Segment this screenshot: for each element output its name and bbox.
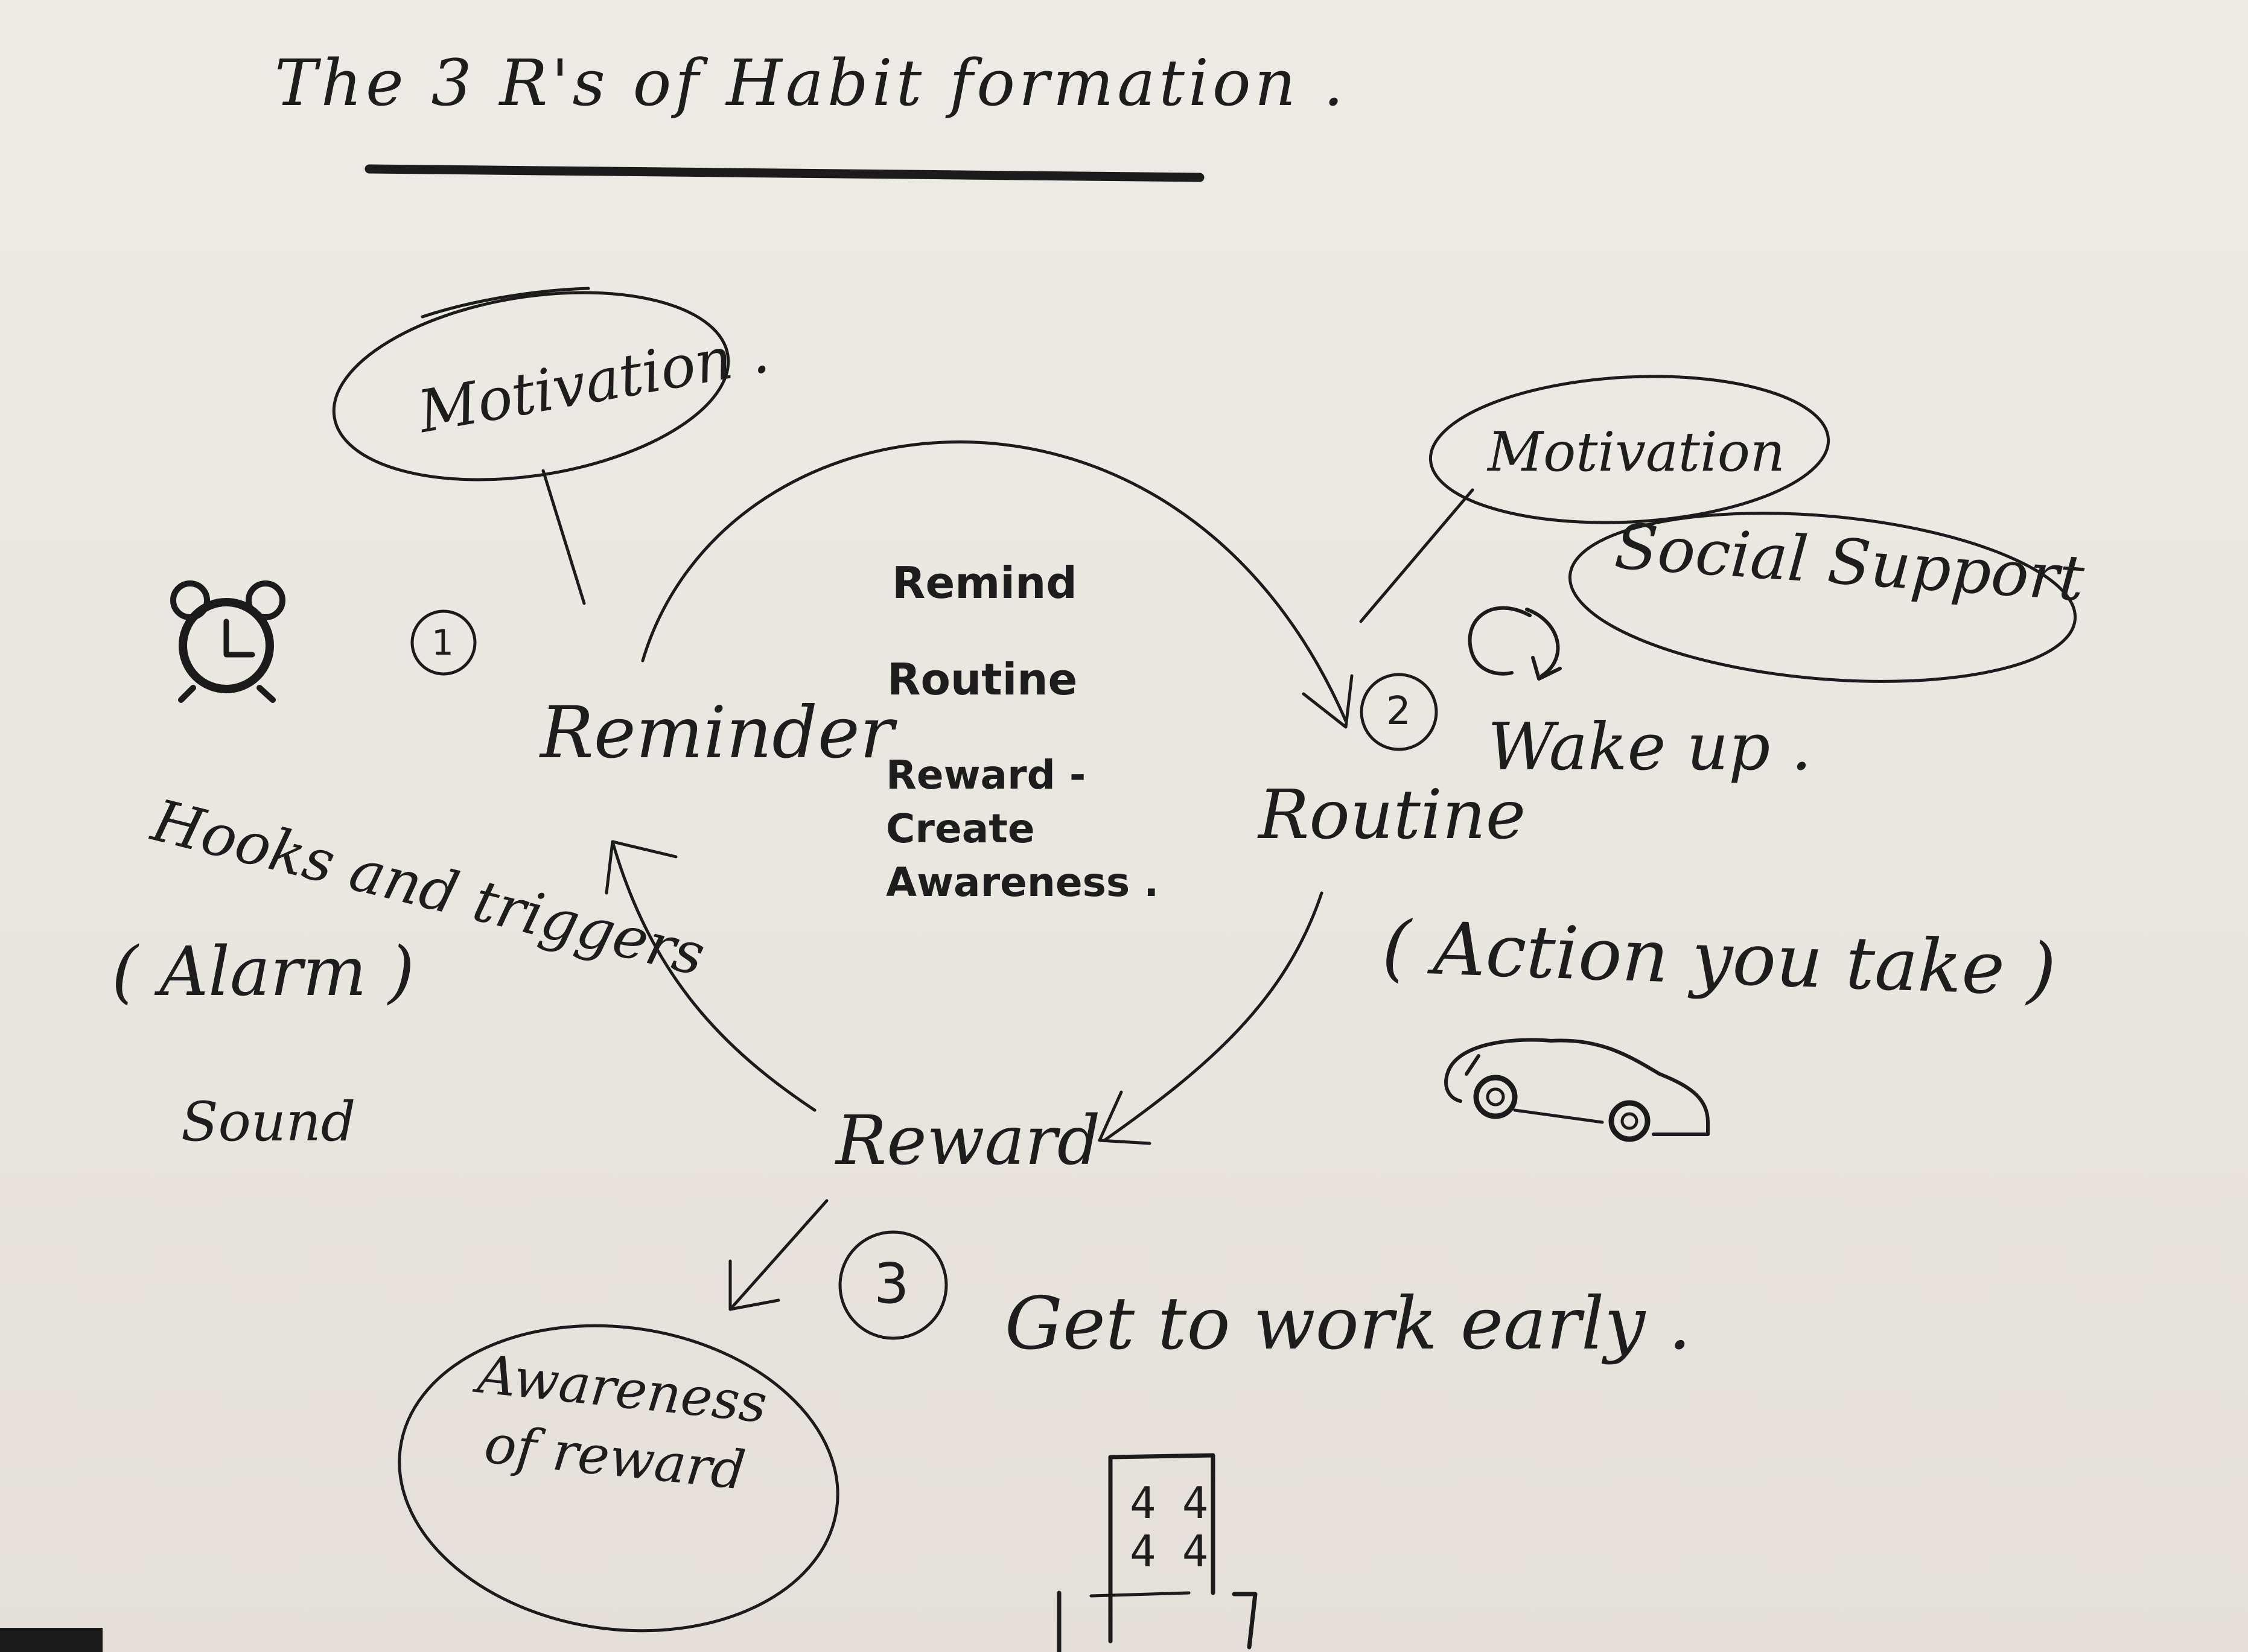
motivation-right-bubble (1359, 375, 1830, 623)
connector-motivation-routine (1359, 488, 1474, 623)
step-3-number: 3 (874, 1251, 909, 1316)
node-reward-label: Reward (836, 1102, 1101, 1180)
step-2-circle (1360, 673, 1438, 751)
alarm-label: ( Alarm ) (112, 933, 415, 1011)
center-label-remind: Remind (892, 558, 1077, 608)
photo-corner-shadow (0, 1628, 103, 1652)
building-digits-row-1: 4 4 (1130, 1478, 1209, 1528)
building-icon (1057, 1453, 1258, 1652)
step-1-circle (410, 609, 477, 676)
step-1-number: 1 (431, 622, 454, 663)
arrow-reward-to-awareness (728, 1199, 829, 1311)
car-icon (1444, 1038, 1710, 1142)
connector-motivation-reminder (541, 469, 586, 605)
alarm-clock-icon (170, 580, 285, 703)
title-underline (365, 164, 1205, 182)
social-support-bubble (1568, 512, 2077, 683)
arrow-reward-to-reminder (605, 840, 817, 1112)
motivation-right-label: Motivation (1488, 421, 1785, 484)
arrow-routine-to-reward (1098, 891, 1323, 1145)
awareness-bubble (398, 1324, 839, 1633)
arrow-reminder-to-routine (641, 440, 1354, 729)
center-label-reward: Reward - Create Awareness . (886, 752, 1159, 906)
node-routine-label: Routine (1258, 776, 1526, 854)
building-digits-row-2: 4 4 (1130, 1526, 1209, 1577)
step-2-number: 2 (1386, 689, 1411, 734)
repeat-icon (1468, 606, 1562, 681)
step-3-circle (838, 1230, 948, 1340)
diagram-title: The 3 R's of Habit formation . (275, 46, 1348, 120)
motivation-left-bubble (332, 287, 730, 605)
node-reminder-label: Reminder (540, 691, 894, 774)
sound-label: Sound (181, 1090, 356, 1154)
get-to-work-label: Get to work early . (1005, 1282, 1692, 1366)
wake-up-label: Wake up . (1488, 710, 1812, 785)
center-label-routine: Routine (887, 654, 1078, 705)
